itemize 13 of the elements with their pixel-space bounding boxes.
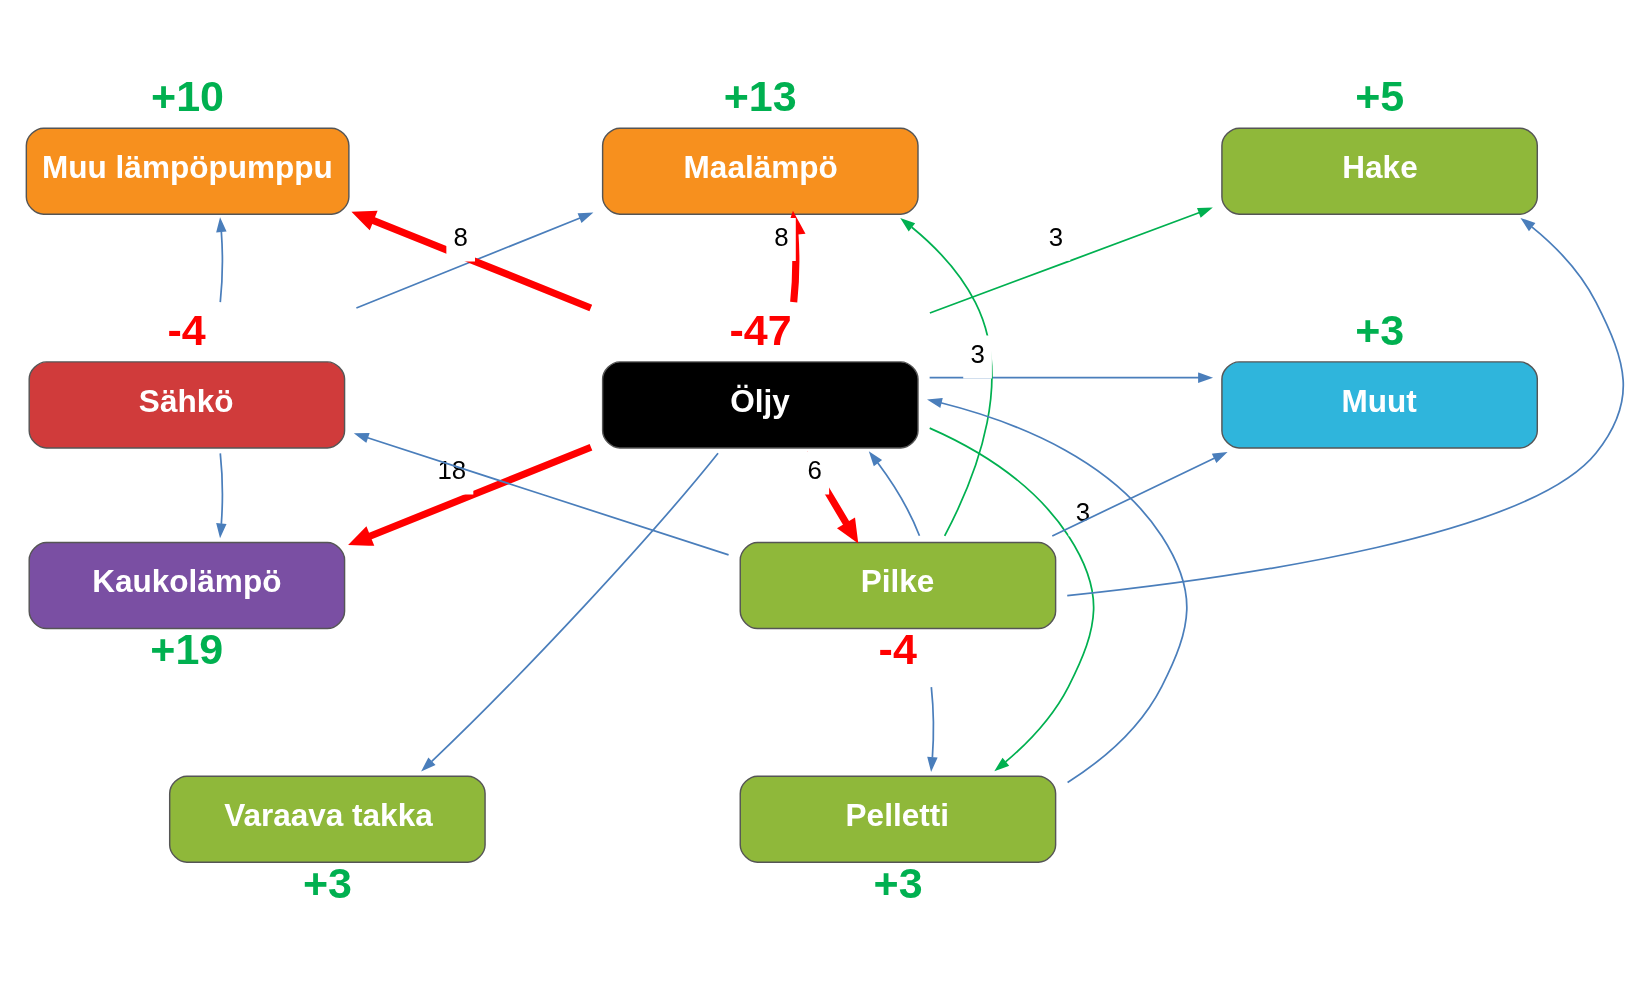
node-label: +3 bbox=[1355, 305, 1405, 354]
edge-label: 18 bbox=[437, 456, 467, 485]
node-label: +10 bbox=[151, 72, 224, 121]
edge-label: 3 bbox=[970, 340, 985, 369]
edge-label: 8 bbox=[453, 223, 468, 252]
edge-label: 3 bbox=[1075, 497, 1091, 526]
node-label: +13 bbox=[723, 72, 797, 121]
node-label: -4 bbox=[167, 305, 206, 354]
edge-label: 3 bbox=[1048, 222, 1064, 251]
node-label: -47 bbox=[729, 305, 792, 354]
node-label: +5 bbox=[1355, 72, 1405, 121]
edge-label: 6 bbox=[807, 456, 822, 485]
edge-label: 8 bbox=[774, 222, 789, 251]
